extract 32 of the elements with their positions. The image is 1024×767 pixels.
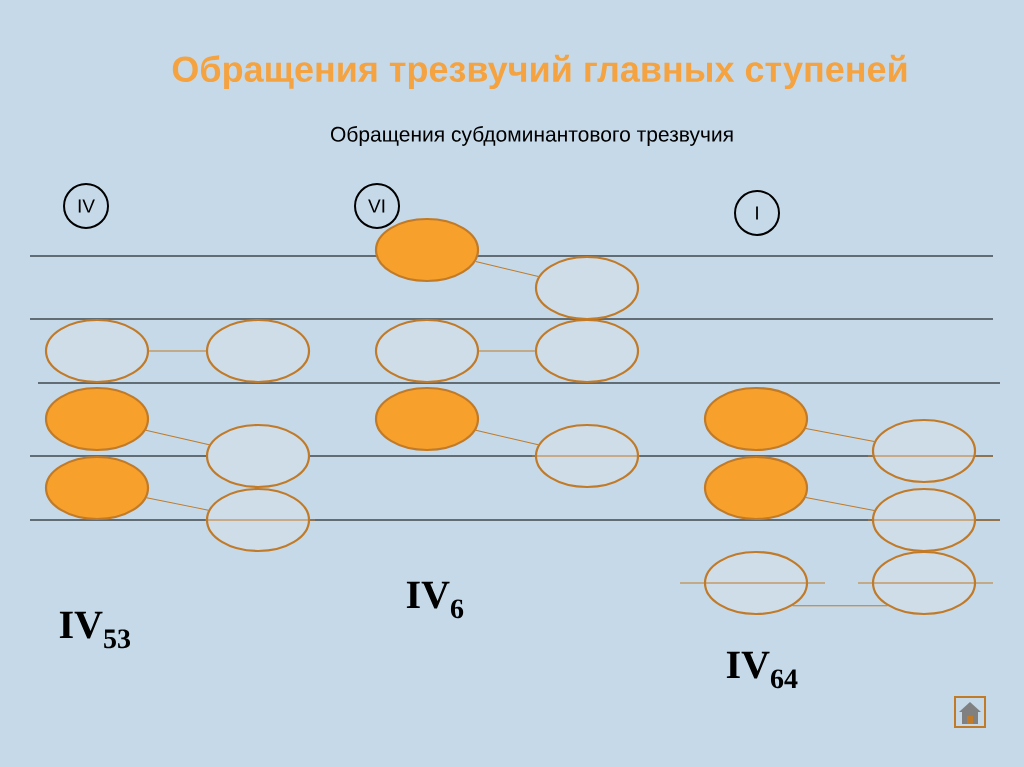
note-oval [44, 318, 150, 384]
connector-line [475, 429, 539, 446]
connector-line [145, 429, 210, 446]
note-oval [703, 455, 809, 521]
connector-line [146, 497, 209, 511]
subtitle: Обращения субдоминантового трезвучия [331, 126, 733, 146]
note-oval [534, 255, 640, 321]
note-oval [44, 455, 150, 521]
chord-label: IV$_{64}$ [726, 651, 798, 689]
connector-line [792, 605, 888, 607]
note-oval [534, 318, 640, 384]
note-oval [871, 487, 977, 553]
chord-label: IV$_{53}$ [59, 611, 131, 649]
note-oval [871, 418, 977, 484]
note-oval [205, 423, 311, 489]
connector-line [478, 350, 536, 352]
note-oval [703, 550, 809, 616]
note-oval [871, 550, 977, 616]
connector-line [475, 261, 539, 277]
note-oval [374, 217, 480, 283]
note-oval [374, 386, 480, 452]
note-oval [205, 487, 311, 553]
title: Обращения трезвучий главных ступеней [172, 54, 907, 90]
note-oval [374, 318, 480, 384]
connector-line [805, 497, 875, 511]
connector-line [805, 428, 875, 442]
note-oval [534, 423, 640, 489]
note-oval [205, 318, 311, 384]
note-oval [44, 386, 150, 452]
connector-line [148, 350, 207, 352]
note-oval [703, 386, 809, 452]
chord-label: IV$_{6}$ [406, 581, 464, 619]
